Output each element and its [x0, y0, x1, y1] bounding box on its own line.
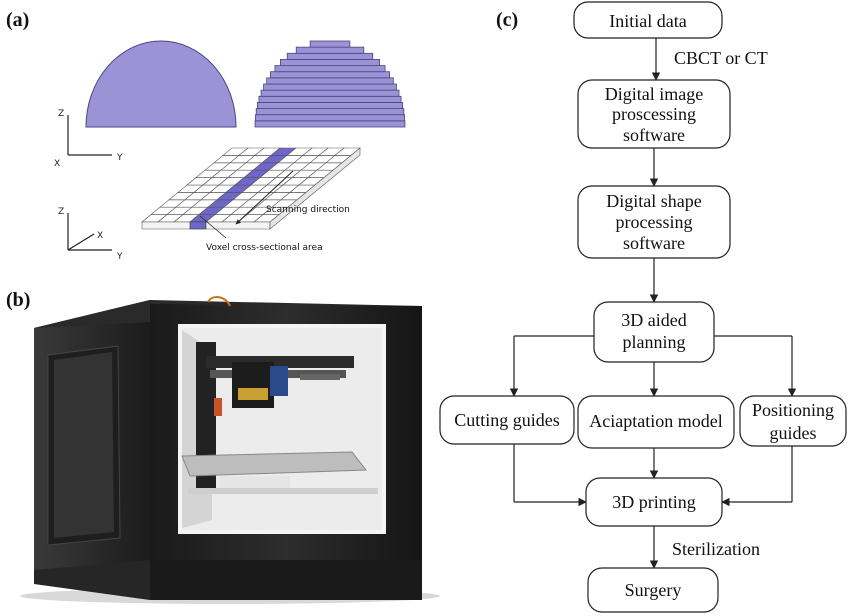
panel-c: (c) CBCT or CT Sterilization Initi [439, 1, 847, 613]
node-positioning-guides-line2: guides [770, 423, 817, 443]
voxel-area-label: Voxel cross-sectional area [206, 243, 323, 253]
node-3d-printing-label: 3D printing [612, 492, 696, 512]
panel-a: (a) Z X Y Z X Y Scanning direction [6, 9, 406, 262]
scanning-direction-arrow [235, 170, 294, 225]
voxel-grid [141, 147, 361, 230]
axes-top: Z X Y [54, 109, 123, 169]
node-aided-planning: 3D aided planning [593, 301, 715, 363]
node-shape-processing-line1: Digital shape [606, 191, 701, 211]
dome-layer [255, 114, 405, 122]
panel-c-letter: (c) [496, 9, 518, 31]
node-3d-printing: 3D printing [585, 477, 723, 527]
axis-x-label: X [97, 231, 103, 241]
axis-y-label: Y [116, 252, 123, 262]
node-image-processing-line1: Digital image [605, 84, 703, 104]
node-surgery: Surgery [587, 567, 719, 613]
dome-layer [263, 83, 397, 91]
dome-layer [254, 120, 406, 128]
node-shape-processing-line2: processing [616, 212, 693, 232]
dome-layer [279, 59, 381, 66]
node-image-processing-line3: software [623, 125, 685, 145]
voxel-pointer-line [199, 215, 227, 239]
edge-label-sterilization: Sterilization [672, 539, 760, 559]
node-positioning-guides: Positioning guides [739, 395, 847, 447]
dome-layer [270, 71, 390, 79]
node-initial-data-label: Initial data [609, 11, 686, 31]
dome-layer [266, 77, 394, 85]
node-positioning-guides-line1: Positioning [752, 400, 834, 420]
node-cutting-guides-label: Cutting guides [454, 410, 560, 430]
dome-layer [295, 46, 365, 54]
edge-label-ct: CBCT or CT [674, 48, 768, 68]
axis-z-label: Z [58, 207, 64, 217]
node-adaptation-model-label: Aciaptation model [589, 411, 722, 431]
dome-layer [256, 102, 404, 109]
dome-layer [309, 40, 351, 48]
layered-dome-shape [254, 40, 406, 128]
dome-layer [258, 95, 402, 103]
node-image-processing-line2: proscessing [612, 104, 696, 124]
solid-dome-shape [85, 40, 237, 128]
axis-x-label: X [54, 159, 60, 169]
panel-a-letter: (a) [6, 9, 29, 31]
node-aided-planning-line1: 3D aided [621, 310, 686, 330]
dome-layer [260, 89, 400, 97]
panel-b-letter: (b) [6, 289, 30, 311]
flow-connectors [509, 38, 797, 569]
node-surgery-label: Surgery [625, 580, 682, 600]
axes-bottom: Z X Y [58, 207, 123, 262]
node-adaptation-model: Aciaptation model [577, 395, 735, 449]
node-cutting-guides: Cutting guides [439, 395, 575, 445]
voxel-side-face [269, 147, 361, 230]
panel-b: (b) [6, 289, 440, 604]
node-shape-processing: Digital shape processing software [577, 185, 731, 259]
node-shape-processing-line3: software [623, 233, 685, 253]
dome-layer [255, 108, 405, 116]
node-aided-planning-line2: planning [623, 332, 686, 352]
axis-y-label: Y [116, 153, 123, 163]
node-initial-data: Initial data [573, 1, 723, 39]
voxel-cross-section [189, 221, 207, 230]
scanning-direction-label: Scanning direction [266, 205, 350, 215]
node-image-processing: Digital image proscessing software [577, 79, 731, 149]
dome-layer [274, 65, 386, 73]
axis-z-label: Z [58, 109, 64, 119]
3d-printer-photo [20, 296, 440, 604]
dome-layer [286, 52, 374, 60]
